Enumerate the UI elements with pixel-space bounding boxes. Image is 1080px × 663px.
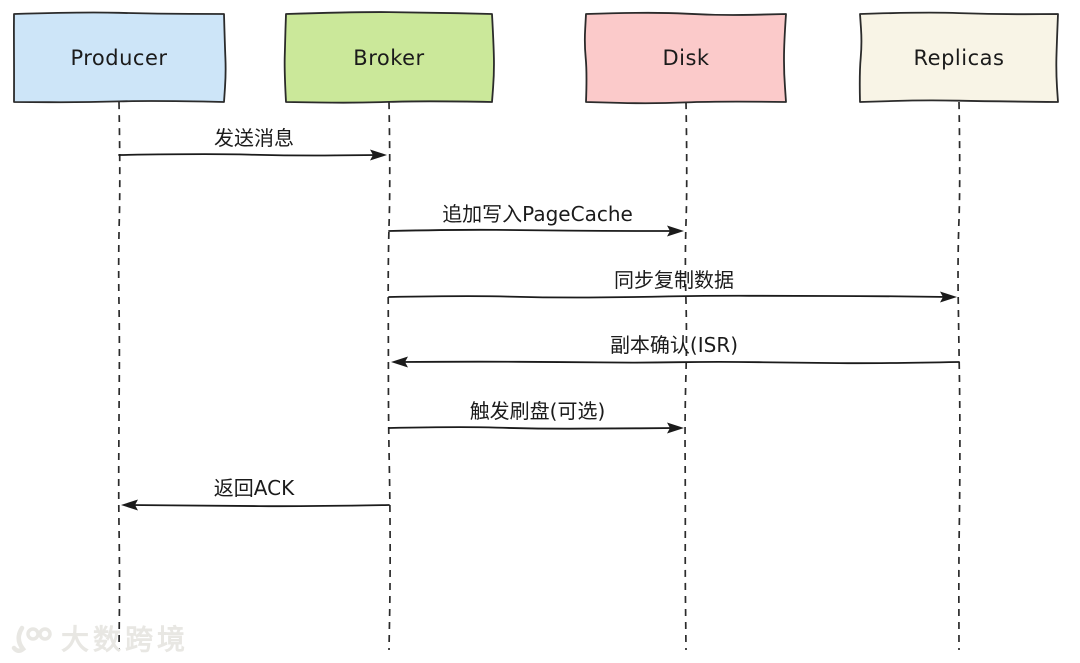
lifeline-producer [117, 101, 121, 651]
message-label-2: 追加写入PageCache [442, 201, 633, 226]
actor-label-producer: Producer [70, 46, 168, 70]
message-arrow-line-1 [118, 153, 380, 157]
message-label-1: 发送消息 [214, 125, 294, 150]
message-arrowhead-6 [121, 499, 138, 511]
actor-box-replicas [858, 11, 1059, 103]
message-arrowhead-5 [667, 422, 684, 434]
lifeline-replicas [957, 101, 961, 651]
message-arrow-line-3 [388, 294, 950, 299]
actor-label-replicas: Replicas [913, 46, 1005, 70]
lifeline-disk [684, 101, 688, 651]
message-arrow-line-5 [388, 426, 677, 430]
message-label-5: 触发刷盘(可选) [469, 398, 606, 423]
message-label-6: 返回ACK [213, 475, 295, 500]
actor-box-disk [583, 11, 787, 105]
watermark-logo-icon [11, 625, 52, 653]
watermark: 大数跨境 [10, 623, 189, 657]
message-arrowhead-3 [940, 291, 957, 303]
message-arrowhead-2 [667, 225, 684, 237]
message-arrow-line-2 [388, 228, 677, 232]
message-label-4: 副本确认(ISR) [609, 332, 739, 357]
actor-label-broker: Broker [353, 46, 425, 70]
message-arrowhead-1 [370, 149, 387, 161]
message-arrowhead-4 [391, 356, 408, 368]
watermark-text: 大数跨境 [61, 623, 190, 656]
actor-label-disk: Disk [662, 46, 710, 70]
message-arrow-line-6 [128, 504, 390, 508]
actor-box-broker [283, 11, 495, 104]
lifeline-broker [387, 101, 391, 651]
message-arrow-line-4 [398, 360, 960, 365]
message-label-3: 同步复制数据 [614, 267, 734, 292]
actor-box-producer [13, 11, 227, 104]
